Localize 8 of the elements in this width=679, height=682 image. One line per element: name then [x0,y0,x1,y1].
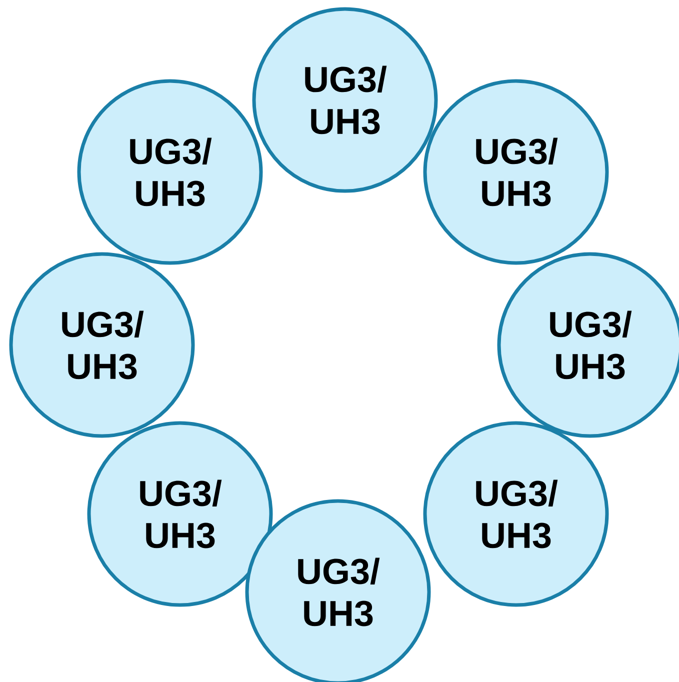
circle-node: UG3/ UH3 [87,421,273,607]
circle-node: UG3/ UH3 [77,79,263,265]
circle-node: UG3/ UH3 [497,252,679,438]
circle-node: UG3/ UH3 [9,252,195,438]
circle-node: UG3/ UH3 [245,499,431,682]
circle-node: UG3/ UH3 [423,421,609,607]
circle-node: UG3/ UH3 [252,7,438,193]
circle-node: UG3/ UH3 [423,79,609,265]
